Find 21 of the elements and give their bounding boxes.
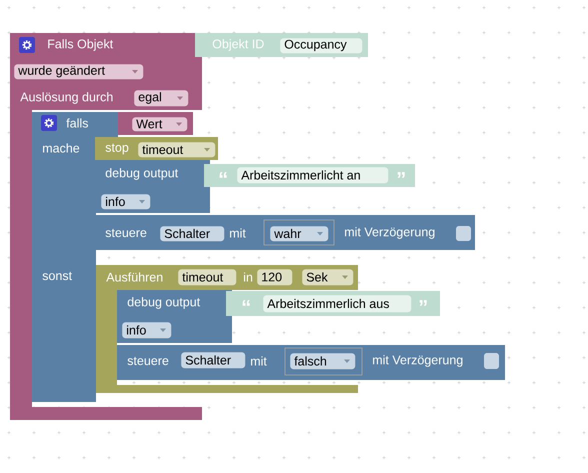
node-label: mit	[230, 228, 246, 238]
value-field: Schalter	[160, 226, 224, 242]
dropdown-field: info	[122, 322, 172, 338]
value-field: 120	[257, 269, 292, 286]
value-field: Arbeitszimmerlich aus	[263, 295, 412, 312]
dropdown-field: info	[101, 194, 150, 210]
dropdown-field: Sek	[302, 269, 354, 286]
dropdown-field: timeout	[138, 142, 216, 158]
value-field: Schalter	[181, 352, 246, 368]
dropdown-field: falsch	[290, 353, 356, 370]
dropdown-field: wahr	[270, 226, 328, 242]
value-field: timeout	[178, 269, 236, 286]
dropdown-field: Wert	[132, 117, 188, 132]
value-field: Arbeitszimmerlicht an	[237, 167, 388, 184]
node-label: mache	[43, 143, 80, 153]
node-label: sonst	[42, 272, 72, 280]
dropdown-field: egal	[134, 90, 188, 106]
node-label: mit Verzögerung	[345, 227, 434, 239]
value-field: Occupancy	[280, 38, 362, 54]
node-label: falls	[66, 118, 88, 128]
dropdown-field: wurde geändert	[14, 64, 144, 80]
